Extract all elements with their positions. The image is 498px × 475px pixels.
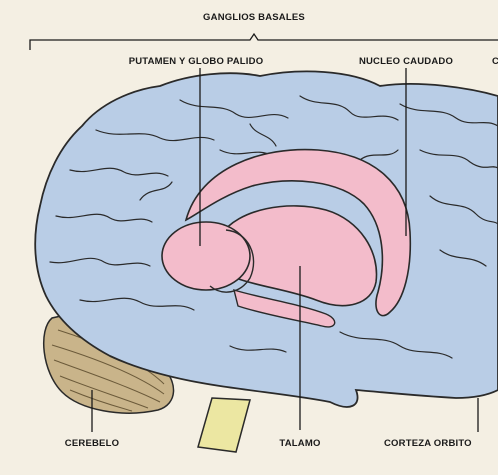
label-nucleo-caudado: NUCLEO CAUDADO: [359, 56, 453, 67]
label-cerebelo: CEREBELO: [65, 438, 119, 449]
label-putamen-globo-palido: PUTAMEN Y GLOBO PALIDO: [129, 56, 264, 67]
label-corteza-orbito: CORTEZA ORBITO: [384, 438, 472, 449]
label-ganglios-basales: GANGLIOS BASALES: [203, 12, 305, 23]
label-edge-letter: C: [492, 56, 498, 67]
label-talamo: TALAMO: [279, 438, 320, 449]
